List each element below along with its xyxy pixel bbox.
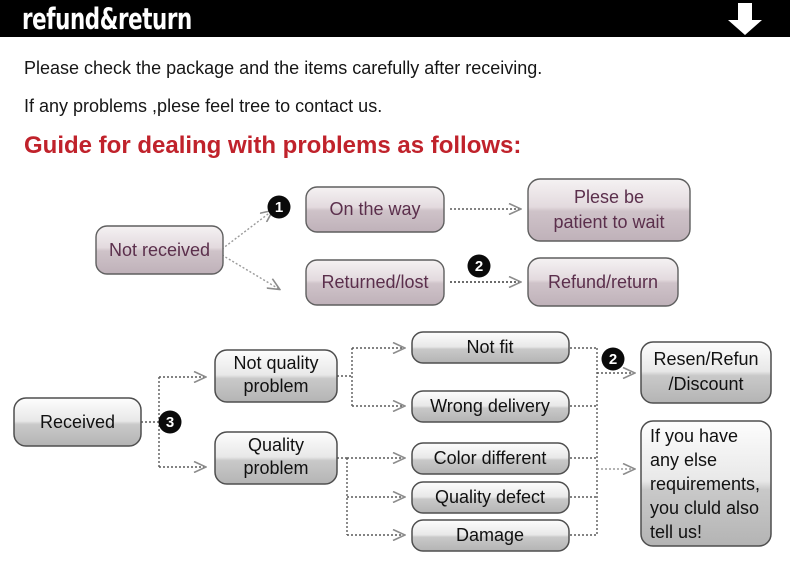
note-line-5: tell us! (650, 522, 702, 542)
note-line-4: you cluld also (650, 498, 759, 518)
node-quality-problem-line2: problem (243, 458, 308, 478)
node-color-different-label: Color different (434, 448, 547, 468)
step-marker-2-top: 2 (467, 254, 491, 278)
node-on-the-way[interactable]: On the way (305, 186, 445, 233)
node-on-the-way-label: On the way (329, 199, 420, 219)
node-wrong-delivery-label: Wrong delivery (430, 396, 550, 416)
intro-line-2: If any problems ,plese feel tree to cont… (24, 96, 383, 116)
flowchart-diagram: Not received On the way Returned/lost Pl… (13, 178, 772, 552)
node-color-different[interactable]: Color different (411, 442, 570, 475)
node-quality-problem-line1: Quality (248, 435, 304, 455)
arrow-down-icon (728, 3, 762, 35)
step-marker-2-top-label: 2 (475, 258, 483, 275)
node-not-received[interactable]: Not received (95, 225, 224, 275)
step-marker-1: 1 (267, 195, 291, 219)
guide-heading: Guide for dealing with problems as follo… (24, 132, 522, 159)
node-resend-refund-discount[interactable]: Resen/Refun /Discount (640, 341, 772, 404)
step-marker-3: 3 (158, 410, 182, 434)
node-quality-defect-label: Quality defect (435, 487, 545, 507)
flow-top-group: Not received On the way Returned/lost Pl… (95, 178, 691, 307)
node-not-fit[interactable]: Not fit (411, 331, 570, 364)
note-line-1: If you have (650, 426, 738, 446)
node-please-wait-label-line2: patient to wait (553, 212, 664, 232)
flow-bottom-group: Received Not quality problem Quality pro… (13, 331, 772, 552)
node-returned-lost[interactable]: Returned/lost (305, 259, 445, 306)
node-not-quality-problem[interactable]: Not quality problem (214, 349, 338, 403)
node-not-fit-label: Not fit (466, 337, 513, 357)
note-line-3: requirements, (650, 474, 760, 494)
node-resend-refund-discount-line2: /Discount (668, 374, 743, 394)
node-please-wait-label-line1: Plese be (574, 187, 644, 207)
step-marker-3-label: 3 (166, 414, 174, 431)
node-not-received-label: Not received (109, 240, 210, 260)
step-marker-2-bottom-label: 2 (609, 351, 617, 368)
step-marker-2-bottom: 2 (601, 347, 625, 371)
connector-notreceived-ontheway (221, 211, 272, 250)
connector-notreceived-returnedlost (221, 254, 279, 289)
node-wrong-delivery[interactable]: Wrong delivery (411, 390, 570, 423)
header-band: refund&return (0, 0, 790, 37)
step-marker-1-label: 1 (275, 199, 283, 216)
intro-line-1: Please check the package and the items c… (24, 58, 543, 78)
node-damage-label: Damage (456, 525, 524, 545)
node-resend-refund-discount-line1: Resen/Refun (653, 349, 758, 369)
note-line-2: any else (650, 450, 717, 470)
node-damage[interactable]: Damage (411, 519, 570, 552)
node-extra-requirements-note[interactable]: If you have any else requirements, you c… (640, 420, 772, 547)
node-received[interactable]: Received (13, 397, 142, 447)
page-title: refund&return (22, 2, 192, 36)
node-not-quality-problem-line1: Not quality (233, 353, 318, 373)
node-returned-lost-label: Returned/lost (321, 272, 428, 292)
node-refund-return[interactable]: Refund/return (527, 257, 679, 307)
node-received-label: Received (40, 412, 115, 432)
node-not-quality-problem-line2: problem (243, 376, 308, 396)
node-quality-defect[interactable]: Quality defect (411, 481, 570, 514)
node-refund-return-label: Refund/return (548, 272, 658, 292)
node-please-wait[interactable]: Plese be patient to wait (527, 178, 691, 242)
node-quality-problem[interactable]: Quality problem (214, 431, 338, 485)
